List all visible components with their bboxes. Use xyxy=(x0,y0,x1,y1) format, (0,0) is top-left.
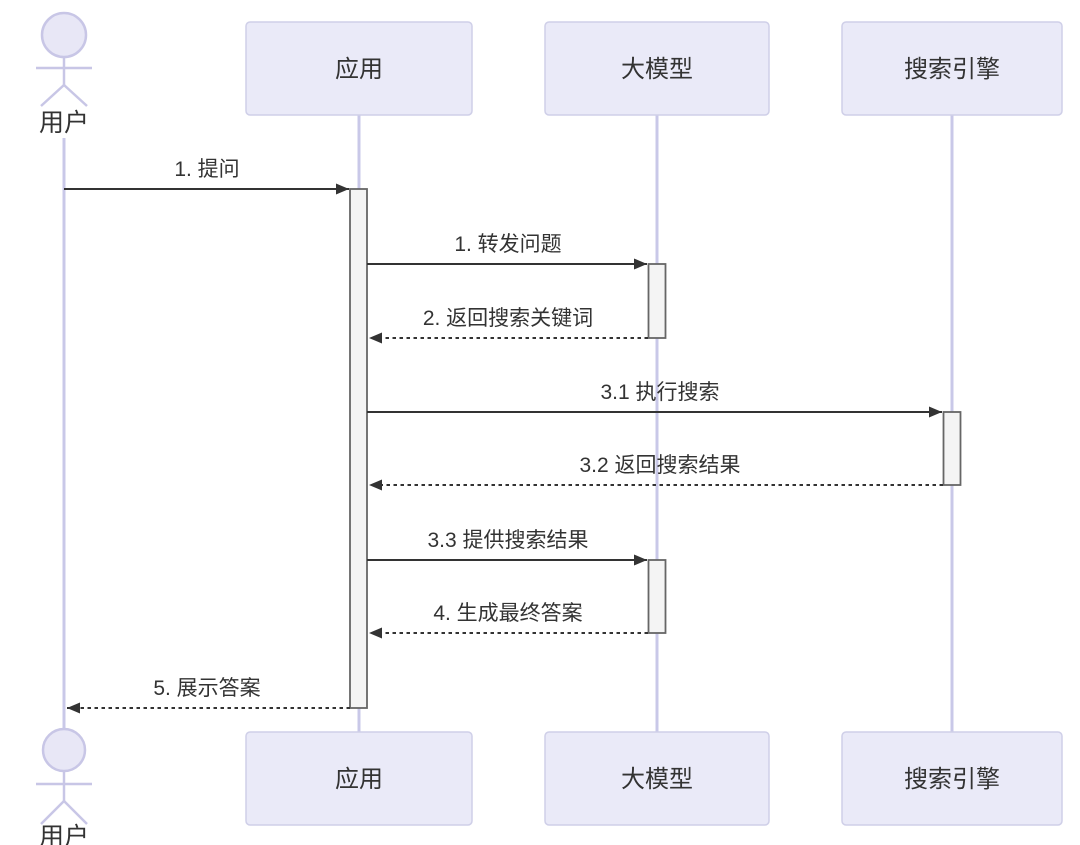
lifelines xyxy=(62,115,954,732)
activation-search xyxy=(942,411,962,486)
participants-top: 应用 大模型 搜索引擎 xyxy=(245,21,1063,116)
message-label-7: 4. 生成最终答案 xyxy=(433,602,582,625)
participant-box-llm xyxy=(544,21,770,116)
actor-user-bottom: 用户 xyxy=(36,727,92,845)
participant-label-llm-bottom: 大模型 xyxy=(621,766,693,793)
participants-bottom: 应用 大模型 搜索引擎 xyxy=(245,731,1063,826)
participant-box-search-bottom xyxy=(841,731,1063,826)
participant-label-search-bottom: 搜索引擎 xyxy=(904,766,1000,793)
activation-app xyxy=(349,188,368,709)
participant-label-search: 搜索引擎 xyxy=(904,56,1000,83)
message-label-5: 3.2 返回搜索结果 xyxy=(579,454,740,477)
activation-llm-2 xyxy=(647,559,667,634)
participant-box-llm-bottom xyxy=(544,731,770,826)
message-label-3: 2. 返回搜索关键词 xyxy=(423,307,593,330)
message-label-8: 5. 展示答案 xyxy=(153,677,260,700)
participant-box-search xyxy=(841,21,1063,116)
actor-leg-right xyxy=(63,84,88,107)
message-label-6: 3.3 提供搜索结果 xyxy=(427,529,588,552)
participant-label-app: 应用 xyxy=(335,56,383,83)
actor-label: 用户 xyxy=(39,823,89,845)
actor-head xyxy=(41,727,87,773)
activation-llm-1 xyxy=(647,263,667,339)
participant-box-app-bottom xyxy=(245,731,473,826)
actor-head xyxy=(40,11,88,59)
actor-leg-left xyxy=(40,84,65,107)
activation-bars xyxy=(349,188,962,709)
participant-label-app-bottom: 应用 xyxy=(335,766,383,793)
message-label-2: 1. 转发问题 xyxy=(454,233,561,256)
actor-leg-right xyxy=(63,800,88,825)
participant-label-llm: 大模型 xyxy=(621,56,693,83)
actor-leg-left xyxy=(40,800,65,825)
message-label-1: 1. 提问 xyxy=(174,158,239,181)
messages: 1. 提问 1. 转发问题 2. 返回搜索关键词 3.1 执行搜索 3.2 返回… xyxy=(64,158,943,714)
actor-user-top: 用户 xyxy=(36,11,92,137)
participant-box-app xyxy=(245,21,473,116)
actor-label: 用户 xyxy=(39,109,89,137)
message-label-4: 3.1 执行搜索 xyxy=(600,381,719,404)
